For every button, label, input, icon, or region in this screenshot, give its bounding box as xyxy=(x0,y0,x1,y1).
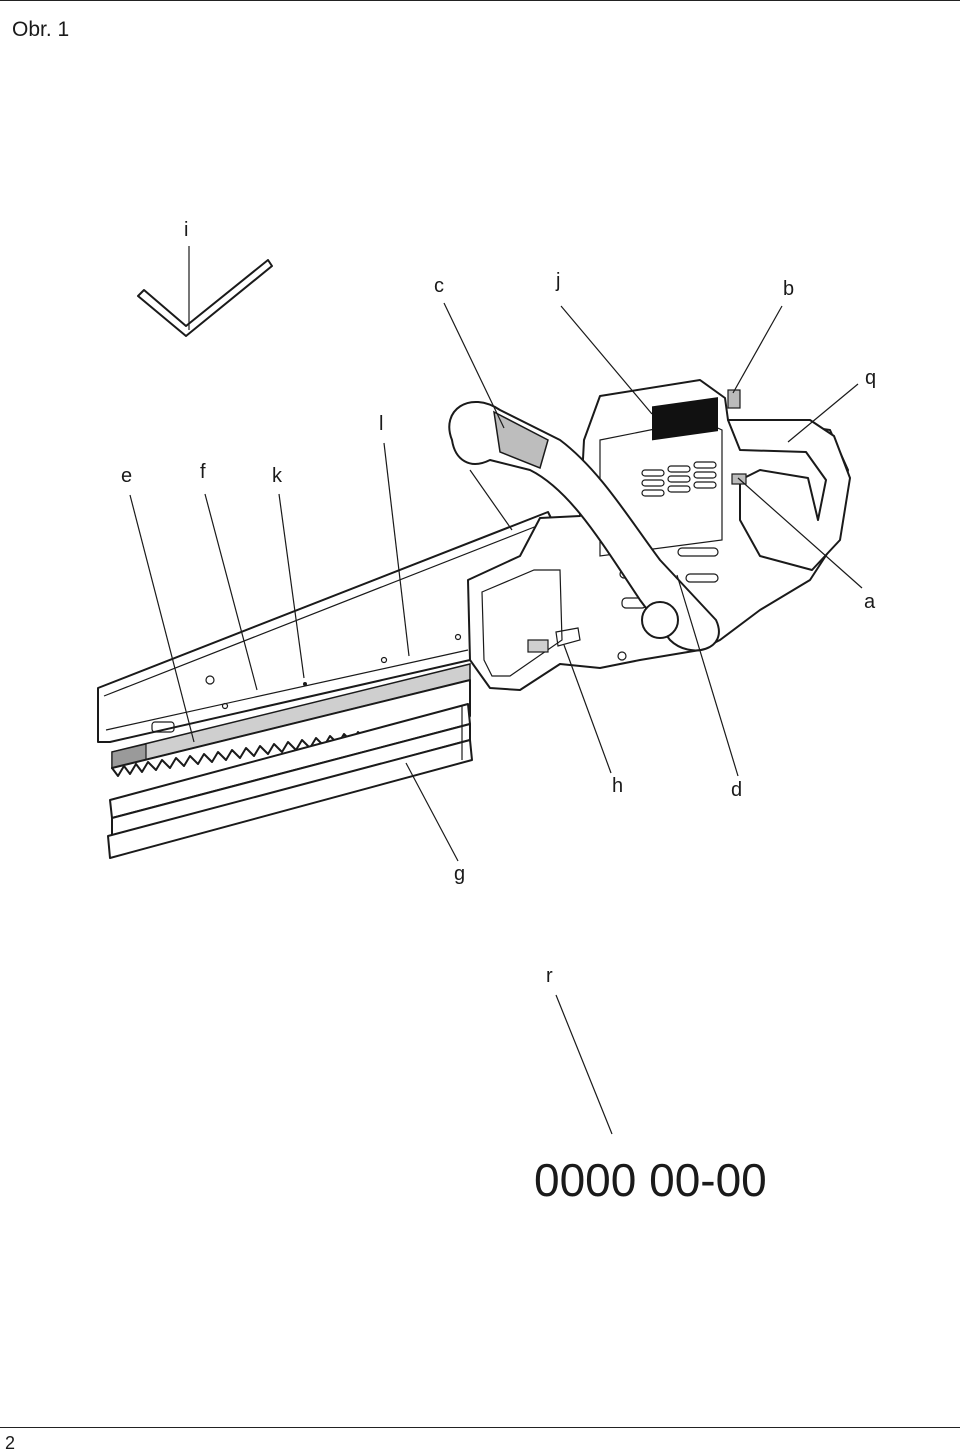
label-j: j xyxy=(555,270,560,292)
allen-key xyxy=(137,259,273,337)
blade-sheath xyxy=(107,703,473,859)
figure-title: Obr. 1 xyxy=(12,18,70,41)
label-f: f xyxy=(200,461,206,483)
label-r: r xyxy=(546,965,553,987)
label-b: b xyxy=(783,278,794,300)
label-c: c xyxy=(434,275,444,297)
label-i: i xyxy=(184,219,188,241)
label-l: l xyxy=(379,413,383,435)
top-rule xyxy=(0,0,960,1)
motor-housing xyxy=(467,379,849,691)
label-e: e xyxy=(121,465,132,487)
page-number: 2 xyxy=(5,1433,16,1453)
label-h: h xyxy=(612,775,623,797)
serial-number: 0000 00-00 xyxy=(534,1154,767,1206)
blade-bar xyxy=(97,511,553,743)
bottom-rule xyxy=(0,1427,960,1428)
label-d: d xyxy=(731,779,742,801)
label-k: k xyxy=(272,465,283,487)
saw-blade xyxy=(111,663,471,777)
leader-lines xyxy=(129,246,863,1135)
label-q: q xyxy=(865,367,876,389)
part-labels: i c j b q l e f k a h d g r xyxy=(121,219,876,987)
front-handle xyxy=(448,400,720,652)
label-a: a xyxy=(864,591,876,613)
label-g: g xyxy=(454,863,465,885)
rear-handle xyxy=(727,389,851,571)
